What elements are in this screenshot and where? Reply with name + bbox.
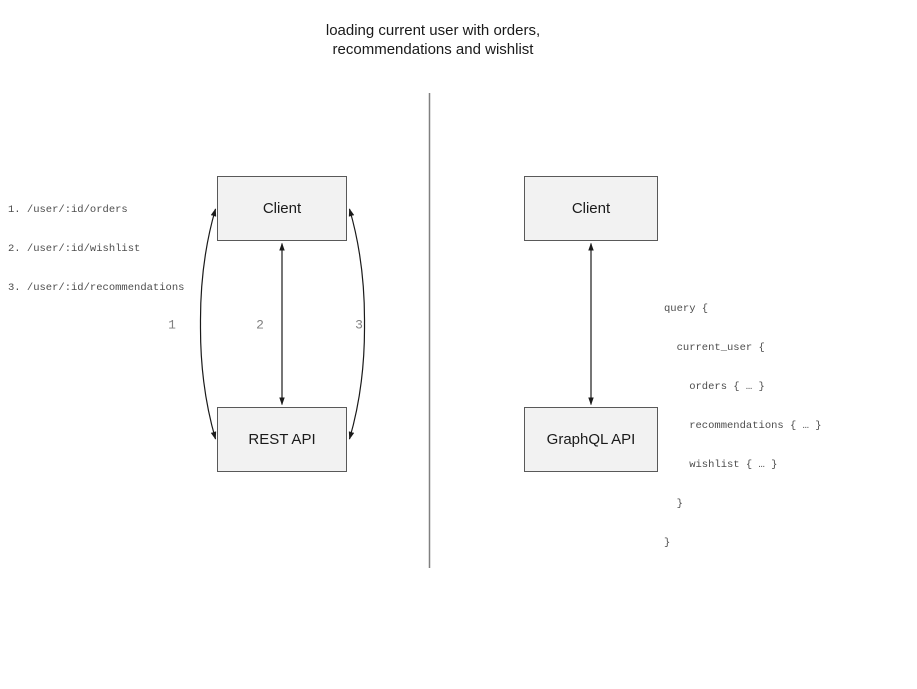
rest-endpoint-wishlist: 2. /user/:id/wishlist — [8, 243, 141, 255]
rest-client-box-label: Client — [262, 200, 302, 217]
rest-api-box-label: REST API — [248, 431, 316, 448]
query-line-3: orders { … } — [664, 381, 765, 393]
title-line-2: recommendations and wishlist — [332, 41, 534, 58]
rest-arrow-1-lower — [199, 323, 217, 440]
arrow-label-3: 3 — [355, 317, 363, 333]
rest-api-box: REST API — [217, 407, 347, 472]
title-line-1: loading current user with orders, — [325, 22, 541, 39]
graphql-api-box: GraphQL API — [524, 407, 658, 472]
graphql-api-box-label: GraphQL API — [546, 431, 636, 448]
query-line-6: } — [664, 498, 683, 510]
arrow-label-2: 2 — [256, 317, 264, 333]
arrow-label-1: 1 — [168, 317, 176, 333]
query-line-7: } — [664, 537, 671, 549]
rest-endpoint-orders: 1. /user/:id/orders — [8, 204, 128, 216]
query-line-1: query { — [664, 303, 709, 315]
graphql-client-box: Client — [524, 176, 658, 241]
graphql-query-code: query { current_user { orders { … } reco… — [664, 277, 822, 576]
rest-client-box: Client — [217, 176, 347, 241]
rest-arrow-3-lower — [348, 323, 366, 440]
rest-endpoints-list: 1. /user/:id/orders 2. /user/:id/wishlis… — [8, 178, 184, 321]
graphql-client-box-label: Client — [571, 200, 611, 217]
diagram-title: loading current user with orders, recomm… — [133, 21, 733, 59]
query-line-2: current_user { — [664, 342, 765, 354]
query-line-5: wishlist { … } — [664, 459, 778, 471]
rest-endpoint-recommendations: 3. /user/:id/recommendations — [8, 282, 185, 294]
query-line-4: recommendations { … } — [664, 420, 822, 432]
rest-arrow-3-upper — [348, 208, 366, 325]
rest-arrow-1-upper — [199, 208, 217, 325]
